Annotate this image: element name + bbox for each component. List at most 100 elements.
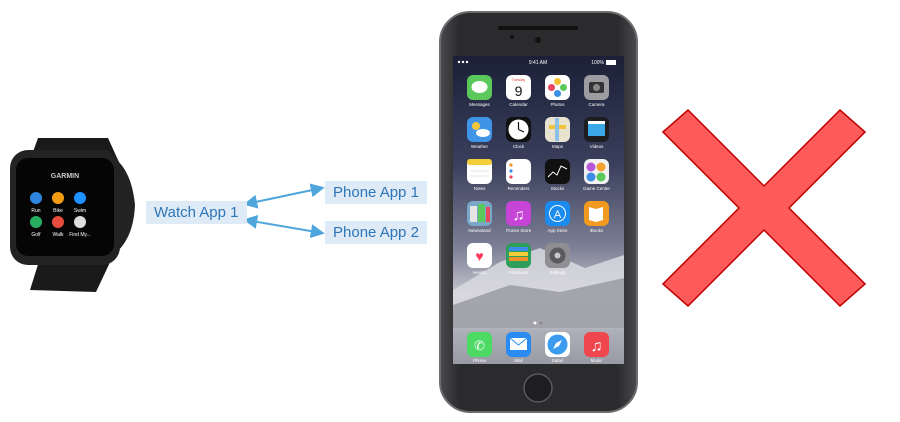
watch-tile-label: Find My... xyxy=(69,232,91,238)
wallpaper-mountains-shadow xyxy=(453,278,624,330)
phone-app-2-label: Phone App 2 xyxy=(325,221,427,244)
app-label: Clock xyxy=(513,144,525,149)
find-my-icon xyxy=(74,216,86,228)
watch-tile-label: Swim xyxy=(74,208,86,214)
app-label: Calendar xyxy=(509,102,528,107)
dock-label: Phone xyxy=(473,358,487,363)
app-store-ring xyxy=(549,205,566,222)
gear-hub xyxy=(554,252,561,259)
stocks-app-icon[interactable] xyxy=(545,159,570,184)
earpiece xyxy=(498,26,578,30)
app-label: iTunes Store xyxy=(506,228,532,233)
speech-bubble-icon xyxy=(471,81,488,93)
home-button[interactable] xyxy=(523,373,553,403)
bike-icon xyxy=(52,192,64,204)
clock-hand xyxy=(518,128,525,133)
red-x-icon xyxy=(661,108,867,308)
weather-app-icon[interactable] xyxy=(467,117,492,142)
app-label: Photos xyxy=(550,102,565,107)
front-camera-icon xyxy=(535,37,541,43)
map-road xyxy=(555,118,559,141)
watch-tile-label: Run xyxy=(31,208,40,214)
cloud-icon xyxy=(476,129,490,137)
app-label: Stocks xyxy=(551,186,565,191)
photos-petal xyxy=(548,84,555,91)
page-dot xyxy=(539,321,543,325)
dock-label: Mail xyxy=(514,358,522,363)
notes-app-icon[interactable] xyxy=(467,159,492,184)
app-label: Game Center xyxy=(583,186,611,191)
phone-app-icon[interactable] xyxy=(467,332,492,357)
photos-petal xyxy=(554,78,561,85)
dock-label: Music xyxy=(591,358,604,363)
watch-strap-bottom xyxy=(30,258,112,292)
game-center-bubble xyxy=(596,172,606,182)
camera-lens-icon xyxy=(593,84,600,91)
walk-icon xyxy=(52,216,64,228)
magazine-icon xyxy=(470,206,477,222)
app-label: App Store xyxy=(547,228,568,233)
calendar-day: 9 xyxy=(515,83,523,99)
watch-app-label: Watch App 1 xyxy=(146,201,247,224)
health-app-icon[interactable] xyxy=(467,243,492,268)
app-label: Passbook xyxy=(509,270,530,275)
app-label: Reminders xyxy=(508,186,531,191)
battery-icon xyxy=(606,60,616,65)
game-center-bubble xyxy=(596,162,606,172)
photos-petal xyxy=(560,84,567,91)
reminder-dot xyxy=(509,163,513,167)
game-center-bubble xyxy=(586,172,596,182)
stocks-line-icon xyxy=(547,165,568,178)
watch-brand: GARMIN xyxy=(51,173,79,180)
photos-app-icon[interactable] xyxy=(545,75,570,100)
app-label: iBooks xyxy=(590,228,604,233)
music-note-icon: ♫ xyxy=(513,207,525,224)
compass-needle xyxy=(553,340,562,349)
music-note-icon: ♫ xyxy=(591,338,603,355)
calendar-app-icon[interactable] xyxy=(506,75,531,100)
watch-tiles: Run Bike Swim Golf Walk Find My... xyxy=(30,192,91,238)
iphone: 9:41 AM 100% Messages Tuesday 9 Calendar… xyxy=(439,11,638,413)
pass-card xyxy=(509,247,528,251)
sun-icon xyxy=(472,122,480,130)
magazine-icon xyxy=(486,207,490,222)
book-icon xyxy=(589,207,603,222)
calendar-weekday: Tuesday xyxy=(512,78,526,82)
dock-label: Safari xyxy=(552,358,564,363)
golf-icon xyxy=(30,216,42,228)
reminder-dot xyxy=(509,169,513,173)
garmin-watch: GARMIN Run Bike Swim Golf Walk Find My..… xyxy=(10,138,135,292)
magazine-icon xyxy=(478,204,485,222)
pass-card xyxy=(509,252,528,256)
app-label: Camera xyxy=(588,102,605,107)
status-time: 9:41 AM xyxy=(529,60,547,66)
itunes-store-app-icon[interactable] xyxy=(506,201,531,226)
reminder-dot xyxy=(509,175,513,179)
photos-petal xyxy=(554,90,561,97)
swim-icon xyxy=(74,192,86,204)
music-app-icon[interactable] xyxy=(584,332,609,357)
app-label: Messages xyxy=(469,102,490,107)
run-icon xyxy=(30,192,42,204)
game-center-app-icon[interactable] xyxy=(584,159,609,184)
arrow-watch-to-phone-app-1 xyxy=(243,183,325,209)
app-label: Newsstand xyxy=(468,228,491,233)
phone-app-1-label: Phone App 1 xyxy=(325,181,427,204)
app-label: Notes xyxy=(474,186,487,191)
clapperboard-icon xyxy=(588,124,605,136)
arrow-watch-to-phone-app-2 xyxy=(243,214,325,239)
app-label: Health xyxy=(473,270,487,275)
watch-tile-label: Golf xyxy=(31,232,41,238)
app-store-a-icon: A xyxy=(554,209,562,221)
pass-card xyxy=(509,257,528,261)
signal-icon xyxy=(461,60,465,64)
watch-tile-label: Bike xyxy=(53,208,63,214)
app-label: Settings xyxy=(549,270,566,275)
page-dot xyxy=(533,321,537,325)
app-label: Weather xyxy=(471,144,488,149)
watch-screen xyxy=(16,158,114,256)
sensor xyxy=(510,35,514,39)
clapperboard-top xyxy=(588,121,605,124)
app-store-app-icon[interactable] xyxy=(545,201,570,226)
